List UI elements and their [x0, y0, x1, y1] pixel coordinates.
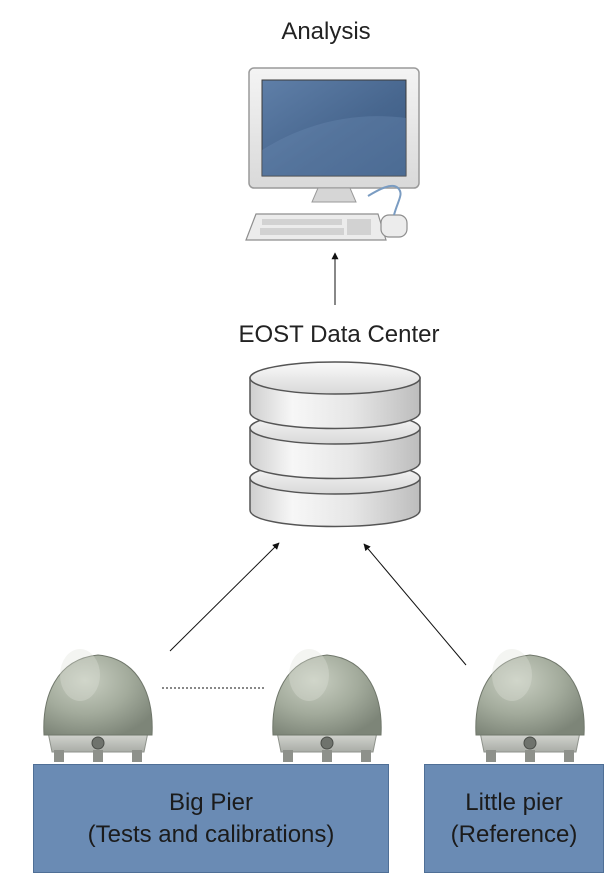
gravimeter-dome-icon-2 — [272, 648, 382, 763]
little-pier: Little pier (Reference) — [424, 764, 604, 873]
arrow-little-pier-to-data-center — [363, 543, 467, 666]
analysis-label: Analysis — [281, 18, 371, 45]
database-icon — [249, 361, 421, 528]
gravimeter-dome-icon-3 — [475, 648, 585, 763]
arrow-big-pier-to-data-center — [169, 542, 280, 652]
big-pier-title: Big Pier — [168, 788, 254, 816]
gravimeter-dome-icon-1 — [43, 648, 153, 763]
data-center-label: EOST Data Center — [238, 321, 440, 348]
big-pier-subtitle: (Tests and calibrations) — [87, 820, 335, 848]
little-pier-title: Little pier — [465, 788, 563, 816]
little-pier-subtitle: (Reference) — [450, 820, 578, 848]
computer-icon — [245, 67, 420, 241]
big-pier: Big Pier (Tests and calibrations) — [33, 764, 389, 873]
